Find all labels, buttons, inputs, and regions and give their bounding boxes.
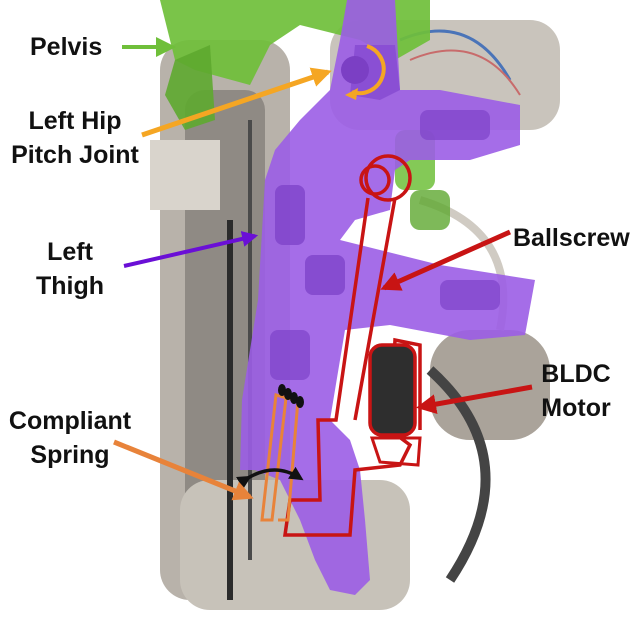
left-hip-label-line2: Pitch Joint [11, 141, 139, 169]
ballscrew-label-text: Ballscrew [513, 224, 630, 252]
left-thigh-arrow [123, 231, 259, 268]
ballscrew-label: Ballscrew [513, 221, 630, 255]
pelvis-label: Pelvis [30, 30, 102, 64]
bldc-arrow [416, 384, 533, 415]
left-thigh-shape [240, 0, 535, 595]
spring-label-line2: Spring [30, 441, 110, 469]
hip-rotation-icon [345, 44, 386, 100]
spring-label-line1: Compliant [8, 407, 132, 435]
ballscrew-arrow [380, 229, 512, 291]
spring-outline [236, 384, 304, 522]
bldc-label-line2: Motor [541, 394, 611, 422]
hip-pitch-arrow [141, 67, 332, 138]
pelvis-label-text: Pelvis [30, 33, 103, 61]
left-hip-pitch-joint-label: Left Hip Pitch Joint [0, 104, 150, 172]
ballscrew-outline [282, 154, 422, 537]
left-hip-label-line1: Left Hip [28, 107, 122, 135]
bldc-motor-label: BLDC Motor [526, 357, 626, 425]
bldc-label-line1: BLDC [541, 360, 611, 388]
compliant-spring-label: Compliant Spring [0, 404, 140, 472]
spring-arrow [113, 439, 254, 501]
left-thigh-label: Left Thigh [30, 235, 110, 303]
left-thigh-label-line2: Thigh [35, 272, 105, 300]
left-thigh-label-line1: Left [47, 238, 93, 266]
